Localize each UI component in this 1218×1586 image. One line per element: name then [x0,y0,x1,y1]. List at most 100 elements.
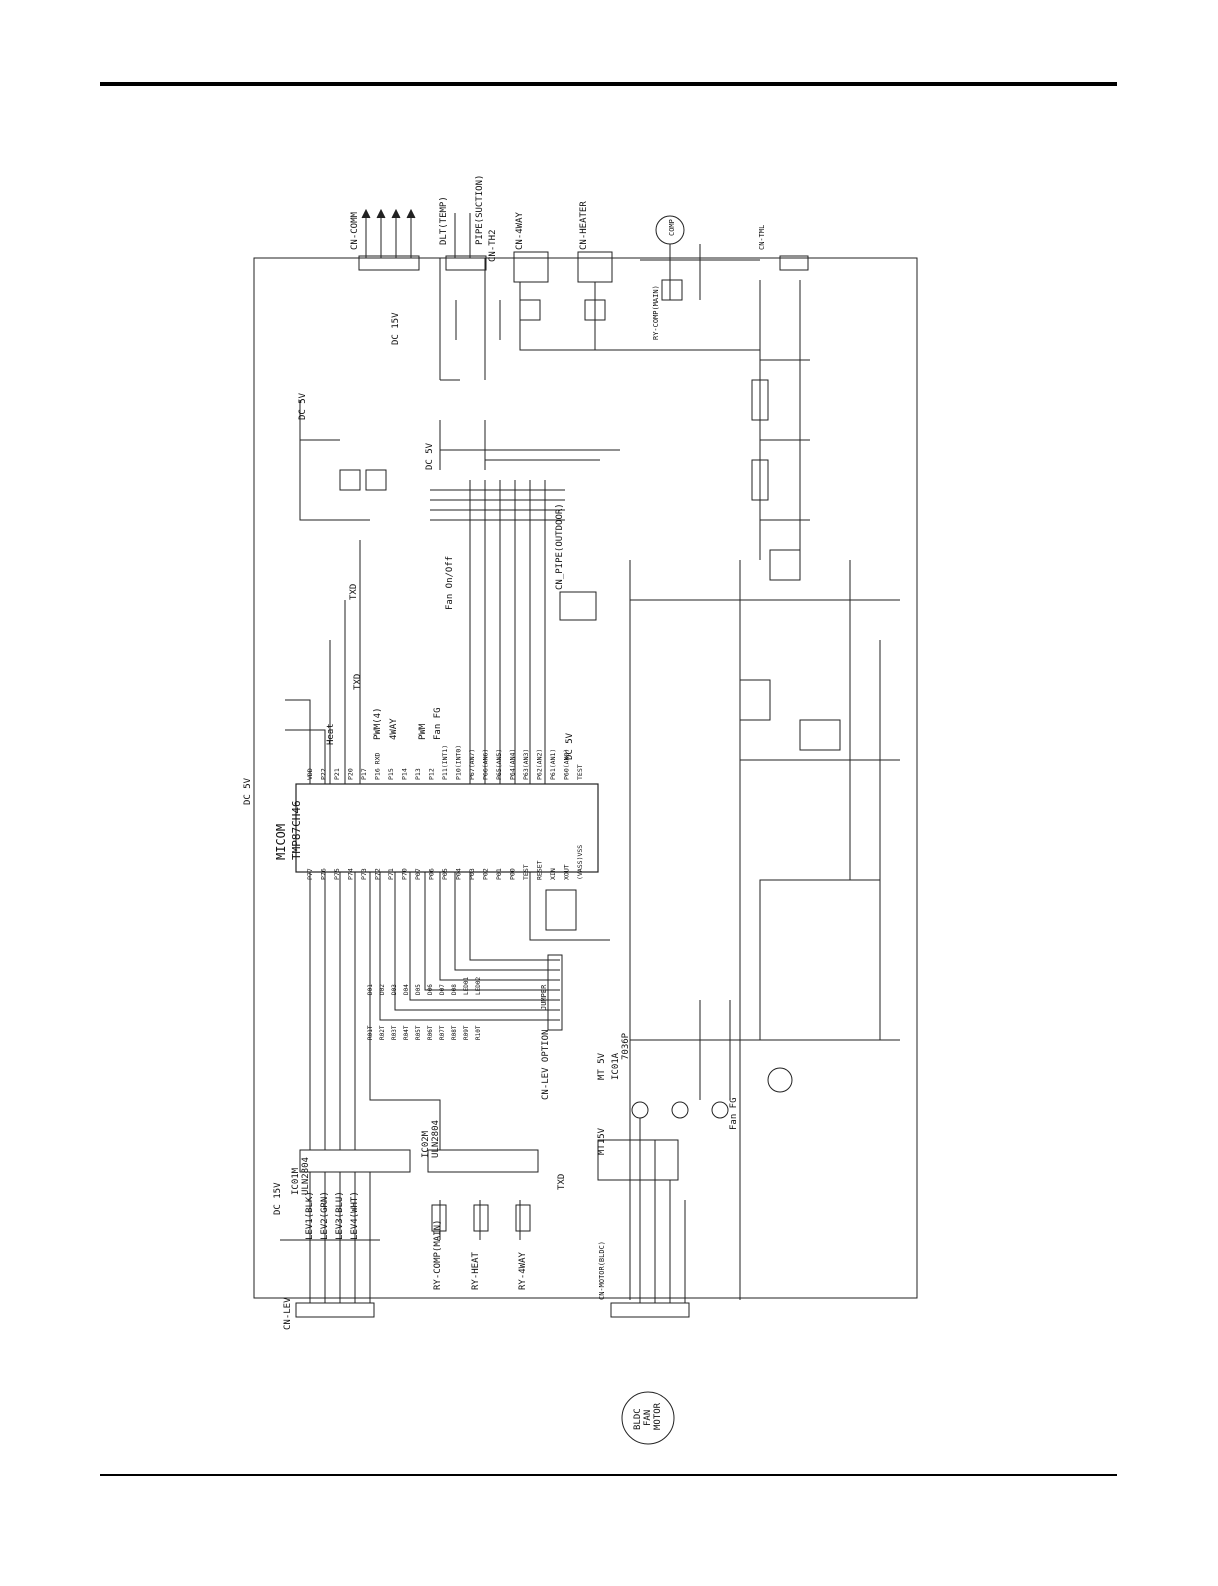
mcu-pin-right-5: P16 RXD [374,753,382,780]
mcu-pin-left-4: P73 [360,868,368,880]
ic02m-label: IC02M [421,1130,431,1158]
board-outline [253,257,918,1299]
part-label-9: R10T [475,1025,482,1040]
mcu-pin-right-7: P14 [401,768,409,780]
mcu-pin-right-15: P64(AN4) [509,749,517,780]
mcu-pin-right-6: P15 [387,768,395,780]
mcu-body [295,783,599,873]
connector-cn-lev-option: CN-LEV OPTION [541,1030,551,1100]
part-label-14: D05 [415,984,422,995]
lev-output-2: LEV2(GRN) [320,1191,330,1240]
signal-heat: Heat [326,723,336,745]
relay-heat: RY-HEAT [471,1251,481,1290]
mcu-pin-left-17: RESET [536,860,544,880]
mcu-pin-right-8: P13 [414,768,422,780]
mcu-pin-left-1: P76 [320,868,328,880]
ic01a-part: 7036P [621,1032,631,1060]
relay-comp-top: RY-COMP(MAIN) [652,285,660,340]
mcu-pin-left-13: P02 [482,868,490,880]
lev-output-1: LEV1(BLK) [305,1191,315,1240]
part-label-19: LED02 [475,977,482,995]
mcu-pins-right: VDD P22 P21 P20 P17 P16 RXD P15 P14 P13 P12 P11(IN… [306,745,584,780]
connector-jumper: JUMPER [540,984,548,1010]
connector-cn-4way: CN-4WAY [515,211,525,250]
power-dc5v-label-4: DC 5V [425,442,435,470]
part-label-15: D06 [427,984,434,995]
mcu-pin-left-15: P00 [509,868,517,880]
bottom-rule [100,1474,1117,1476]
mcu-pin-right-10: P11(INT1) [441,745,449,780]
connector-cn-tml: CN-TML [758,225,766,250]
part-label-17: D08 [451,984,458,995]
mcu-pin-right-9: P12 [428,768,436,780]
mcu-pin-right-0: VDD [306,768,314,780]
mcu-pin-right-19: P60(AN0) [563,749,571,780]
part-label-5: R06T [427,1025,434,1040]
mcu-pin-left-11: P04 [455,868,463,880]
part-label-7: R08T [451,1025,458,1040]
signal-fan-fg: Fan FG [433,707,443,740]
mcu-pin-right-2: P21 [333,768,341,780]
signal-fan-fg2: Fan FG [729,1097,739,1130]
power-mt5v-label: MT 5V [597,1052,607,1080]
mcu-pin-left-7: P70 [401,868,409,880]
signal-txd2: TXD [557,1174,567,1190]
mcu-pin-left-20: (VASS)VSS [576,845,584,880]
relay-comp: RY-COMP(MAIN) [433,1220,443,1290]
mcu-pin-left-10: P05 [441,868,449,880]
part-label-11: D02 [379,984,386,995]
mcu-pin-left-3: P74 [347,868,355,880]
mcu-part: TMP87CH46 [290,800,303,860]
fan-motor-bldc: BLDC [633,1408,643,1430]
power-mt15v-label: MT15V [597,1127,607,1155]
top-rule [100,82,1117,86]
mcu-pin-right-1: P22 [320,768,328,780]
part-label-12: D03 [391,984,398,995]
connector-cn-th2: CN-TH2 [488,229,498,262]
mcu-pin-right-17: P62(AN2) [536,749,544,780]
comp-motor-label: COMP [668,219,676,236]
thermistor-dlt: DLT(TEMP) [439,196,449,245]
connector-cn-pipe-outdoor: CN_PIPE(OUTDOOR) [555,503,565,590]
signal-pwm: PWM [418,723,428,740]
power-dc5v-label: DC 5V [243,777,253,805]
mcu-pin-right-16: P63(AN3) [522,749,530,780]
part-label-8: R09T [463,1025,470,1040]
ic01a-label: IC01A [611,1052,621,1080]
mcu-pin-left-2: P75 [333,868,341,880]
power-dc5v-label-3: DC 5V [298,392,308,420]
signal-txd: TXD [353,674,363,690]
mcu-pin-right-4: P17 [360,768,368,780]
lev-output-4: LEV4(WHT) [350,1191,360,1240]
ic01m-part: ULN2804 [301,1157,311,1195]
connector-cn-motor: CN-MOTOR(BLDC) [598,1241,606,1300]
mcu-pin-left-16: TEST [522,864,530,880]
mcu-pin-left-9: P06 [428,868,436,880]
connector-cn-heater: CN-HEATER [579,201,589,250]
mcu-pin-right-18: P61(AN1) [549,749,557,780]
mcu-pin-left-12: P03 [468,868,476,880]
part-label-10: D01 [367,984,374,995]
signal-4way: 4WAY [389,718,399,740]
mcu-pin-left-14: P01 [495,868,503,880]
power-dc5v-label-2: DC 5V [565,732,575,760]
part-label-6: R07T [439,1025,446,1040]
mcu-pin-left-18: XIN [549,868,557,880]
part-label-13: D04 [403,984,410,995]
power-dc15v-label-2: DC 15V [391,312,401,345]
part-label-2: R03T [391,1025,398,1040]
fan-motor-fan: FAN [643,1410,653,1426]
part-label-0: R01T [367,1025,374,1040]
part-label-18: LED01 [463,977,470,995]
part-label-4: R05T [415,1025,422,1040]
connector-cn-lev: CN-LEV [283,1297,293,1330]
mcu-pin-right-20: TEST [576,764,584,780]
signal-pwm4way: PWM(4) [373,707,383,740]
mcu-pin-right-3: P20 [347,768,355,780]
mcu-label: MICOM [274,824,288,860]
mcu-pin-left-6: P71 [387,868,395,880]
power-dc15v-label: DC 15V [273,1182,283,1215]
